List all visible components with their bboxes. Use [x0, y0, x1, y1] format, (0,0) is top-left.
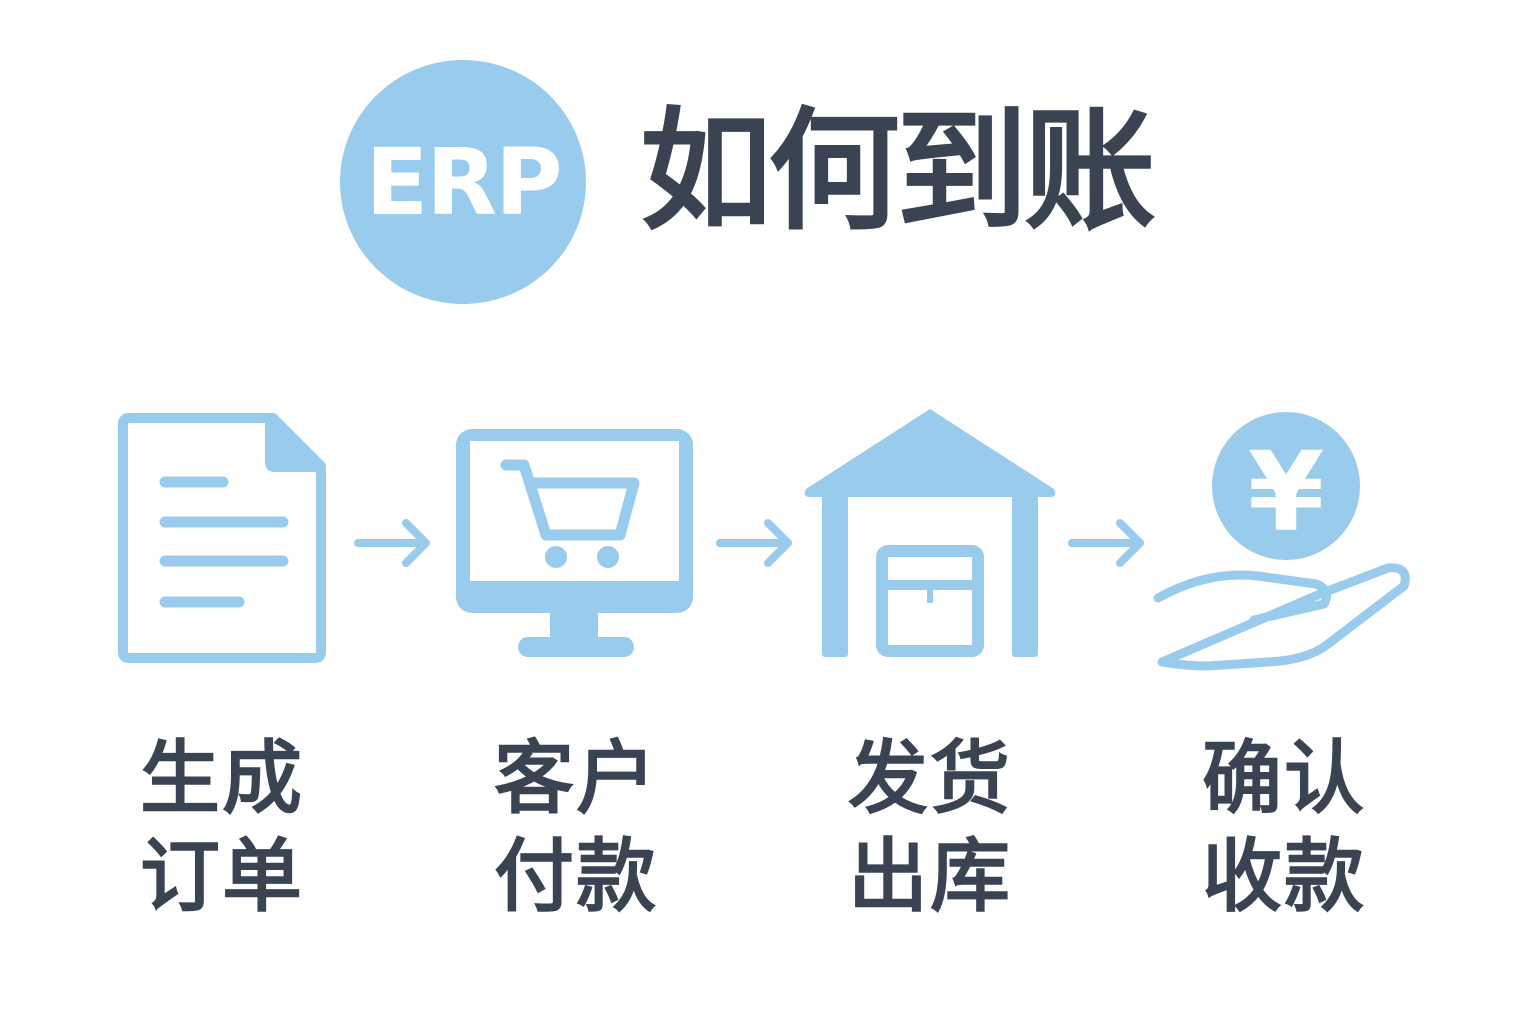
computer-cart-icon [456, 429, 693, 657]
step-label-confirm-receipt: 确认收款 [1174, 730, 1394, 926]
step-label-customer-payment: 客户付款 [466, 730, 686, 926]
yen-symbol: ¥ [1248, 428, 1325, 556]
document-icon [118, 413, 326, 663]
hand-yen-icon: ¥ [1153, 412, 1410, 671]
label-line: 生成 [140, 732, 304, 825]
label-line: 客户 [494, 732, 658, 825]
label-line: 收款 [1202, 830, 1366, 923]
erp-logo: ERP [340, 60, 586, 304]
logo-text: ERP [365, 128, 562, 236]
page-title: 如何到账 [640, 95, 1156, 249]
label-line: 订单 [140, 830, 304, 923]
arrow-icon [1068, 519, 1144, 567]
label-line: 付款 [494, 830, 658, 923]
label-line: 确认 [1202, 732, 1366, 825]
label-line: 发货 [848, 732, 1012, 825]
label-line: 出库 [848, 830, 1012, 923]
step-label-create-order: 生成订单 [112, 730, 332, 926]
step-label-shipping: 发货出库 [820, 730, 1040, 926]
arrow-icon [716, 519, 792, 567]
arrow-icon [354, 519, 430, 567]
warehouse-icon [804, 409, 1056, 657]
